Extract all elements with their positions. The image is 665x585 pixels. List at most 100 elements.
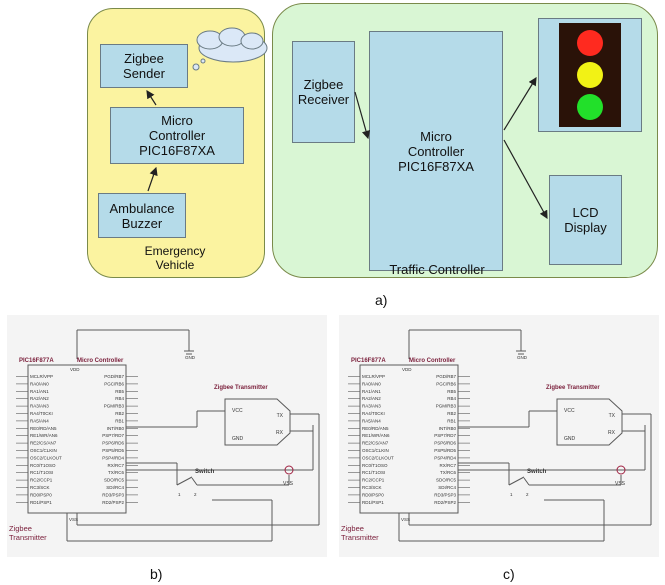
right-pin-label: SDO/RC5 <box>436 478 457 483</box>
left-pin-label: RA3/AN3 <box>30 404 49 409</box>
right-pin-label: RB2 <box>115 411 124 416</box>
left-pin-label: RA4/T0CKI <box>362 411 385 416</box>
lcd-display-label: LCD Display <box>564 205 607 235</box>
switch-label: Switch <box>527 469 547 475</box>
footer-line2: Transmitter <box>9 533 47 542</box>
switch-pin1: 1 <box>510 492 513 497</box>
left-pin-label: RE1/WR/AN6 <box>30 433 58 438</box>
pic-chip-body <box>359 364 459 514</box>
right-pin-label: RD2/PSP2 <box>102 500 124 505</box>
zigbee-transmitter-body <box>224 398 291 446</box>
tx-tx-pin: TX <box>277 413 284 419</box>
vss-label: VSS <box>283 481 294 487</box>
left-pin-label: RC2/CCP1 <box>362 478 385 483</box>
left-pin-label: RD0/PSP0 <box>30 492 52 497</box>
left-pin-label: RC0/T1OSO <box>362 463 388 468</box>
left-pin-label: MCLR/VPP <box>30 374 53 379</box>
left-pin-label: RC1/T1OSI <box>30 470 53 475</box>
traffic-light-housing <box>559 23 621 127</box>
chip-name: PIC16F877A <box>19 358 54 364</box>
gnd-label: GND <box>517 355 528 360</box>
traffic-mc-line2: Controller <box>407 143 465 159</box>
vss-terminal-icon <box>616 465 626 475</box>
right-pin-label: RX/RC7 <box>439 463 456 468</box>
left-pin-label: OSC1/CLKIN <box>30 448 57 453</box>
lcd-display-box: LCD Display <box>549 175 622 265</box>
right-pin-label: SDO/RC5 <box>104 478 125 483</box>
right-pin-label: RD3/PSP3 <box>434 492 456 497</box>
left-pin-label: RA0/AN0 <box>362 381 381 386</box>
left-pin-label: RA2/AN2 <box>30 396 49 401</box>
right-pin-label: RB4 <box>115 396 124 401</box>
right-pin-label: RB5 <box>447 389 456 394</box>
footer-line2: Transmitter <box>341 533 379 542</box>
left-pin-label: RE2/CS/AN7 <box>362 441 389 446</box>
tx-vcc-pin: VCC <box>564 408 575 414</box>
traffic-light-box <box>538 18 642 132</box>
right-pin-label: RB5 <box>115 389 124 394</box>
switch-icon <box>176 476 193 486</box>
left-pin-label: RC1/T1OSI <box>362 470 385 475</box>
vss-pin-label: VSS <box>401 517 410 522</box>
footer-line1: Zigbee <box>9 524 32 533</box>
right-pin-label: PGC/RB6 <box>436 381 456 386</box>
left-pin-label: RC3/SCK <box>30 485 50 490</box>
right-pin-label: SDI/RC4 <box>106 485 124 490</box>
vehicle-mc-line3: PIC16F87XA <box>139 143 215 158</box>
chip-name: PIC16F877A <box>351 358 386 364</box>
left-pin-label: OSC2/CLKOUT <box>30 455 62 460</box>
vdd-label: VDD <box>402 367 412 372</box>
left-pin-label: MCLR/VPP <box>362 374 385 379</box>
right-pin-label: RD3/PSP3 <box>102 492 124 497</box>
left-pin-label: OSC1/CLKIN <box>362 448 389 453</box>
right-pin-label: TX/RC6 <box>440 470 457 475</box>
left-pin-label: RE0/RD/AN5 <box>30 426 57 431</box>
right-pin-label: PSP5/RD5 <box>434 448 456 453</box>
right-pin-label: RB2 <box>447 411 456 416</box>
red-light <box>577 30 603 56</box>
zigbee-sender-box: Zigbee Sender <box>100 44 188 88</box>
right-pin-label: PSP4/RD4 <box>102 455 124 460</box>
left-pin-label: RD1/PSP1 <box>362 500 384 505</box>
left-pin-label: RE1/WR/AN6 <box>362 433 390 438</box>
vehicle-mc-line1: Micro <box>161 113 193 128</box>
traffic-mc-line1: Micro <box>420 128 452 144</box>
green-light <box>577 94 603 120</box>
panel-label-a: a) <box>375 292 388 308</box>
zigbee-transmitter-body <box>556 398 623 446</box>
left-pin-label: RC3/SCK <box>362 485 382 490</box>
right-pin-label: PGM/RB3 <box>104 404 125 409</box>
emergency-vehicle-label: Emergency Vehicle <box>144 244 206 272</box>
vss-terminal-icon <box>284 465 294 475</box>
panel-label-c: c) <box>503 566 515 582</box>
right-pin-label: RX/RC7 <box>107 463 124 468</box>
switch-label: Switch <box>195 469 215 475</box>
left-pin-label: RA1/AN1 <box>362 389 381 394</box>
left-pin-label: RC2/CCP1 <box>30 478 53 483</box>
vss-label: VSS <box>615 481 626 487</box>
tx-gnd-pin: GND <box>232 436 244 442</box>
vdd-label: VDD <box>70 367 80 372</box>
yellow-light <box>577 62 603 88</box>
right-pin-label: PGD/RB7 <box>104 374 124 379</box>
switch-icon <box>508 476 525 486</box>
traffic-controller-label: Traffic Controller <box>389 262 485 277</box>
zigbee-receiver-box: Zigbee Receiver <box>292 41 355 143</box>
pic-chip-body <box>27 364 127 514</box>
right-pin-label: PSP6/RD6 <box>102 441 124 446</box>
left-pin-label: RA5/AN4 <box>362 418 381 423</box>
left-pin-label: RD1/PSP1 <box>30 500 52 505</box>
right-pin-label: PSP7/RD7 <box>434 433 456 438</box>
transmitter-title: Zigbee Transmitter <box>214 385 268 391</box>
left-pin-label: RA0/AN0 <box>30 381 49 386</box>
tx-gnd-pin: GND <box>564 436 576 442</box>
left-pin-label: RA3/AN3 <box>362 404 381 409</box>
left-pin-label: RA2/AN2 <box>362 396 381 401</box>
gnd-label: GND <box>185 355 196 360</box>
switch-pin2: 2 <box>194 492 197 497</box>
tx-rx-pin: RX <box>608 430 616 436</box>
right-pin-label: RD2/PSP2 <box>434 500 456 505</box>
zigbee-sender-label: Zigbee Sender <box>123 51 165 81</box>
